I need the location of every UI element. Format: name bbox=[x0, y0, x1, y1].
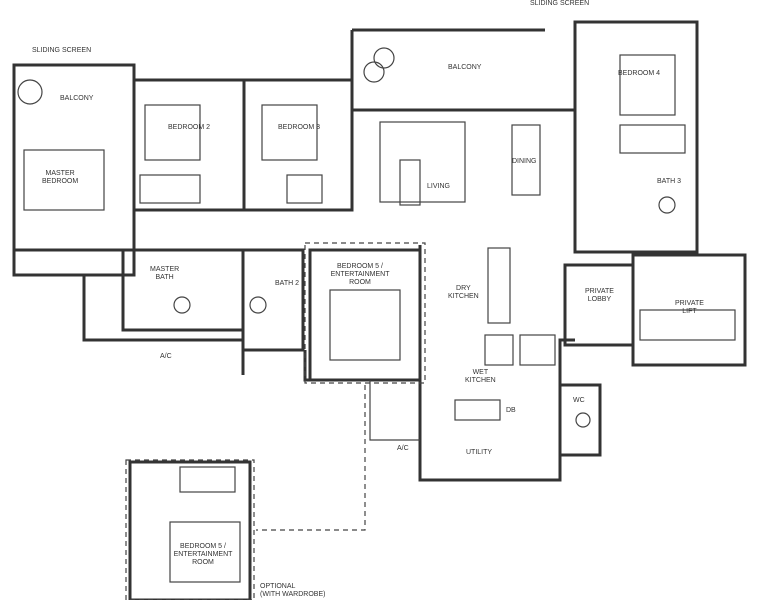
label-utility: UTILITY bbox=[466, 449, 493, 456]
bedroom-5-outline bbox=[304, 242, 426, 384]
label-sliding-screen-left: SLIDING SCREEN bbox=[32, 47, 92, 54]
label-balcony-top: BALCONY bbox=[448, 64, 482, 71]
label-bedroom-4: BEDROOM 4 bbox=[618, 70, 661, 77]
label-bath-2: BATH 2 bbox=[275, 280, 299, 287]
label-db: DB bbox=[506, 407, 516, 414]
label-ac-left: A/C bbox=[160, 353, 172, 360]
label-dining: DINING bbox=[512, 158, 537, 165]
label-optional-note: OPTIONAL(WITH WARDROBE) bbox=[260, 583, 326, 598]
label-bedroom-3: BEDROOM 3 bbox=[278, 124, 321, 131]
label-sliding-screen-top: SLIDING SCREEN bbox=[530, 0, 590, 7]
label-bath-3: BATH 3 bbox=[657, 178, 681, 185]
label-wc: WC bbox=[573, 397, 585, 404]
optional-layout-outline bbox=[125, 459, 255, 600]
walls bbox=[12, 20, 747, 600]
furniture bbox=[17, 47, 736, 583]
label-living: LIVING bbox=[427, 183, 450, 190]
label-bedroom-2: BEDROOM 2 bbox=[168, 124, 211, 131]
label-balcony-left: BALCONY bbox=[60, 95, 94, 102]
optional-pointer bbox=[256, 385, 366, 531]
label-ac-center: A/C bbox=[397, 445, 409, 452]
label-bedroom-5: BEDROOM 5 /ENTERTAINMENT ROOM bbox=[330, 263, 390, 286]
